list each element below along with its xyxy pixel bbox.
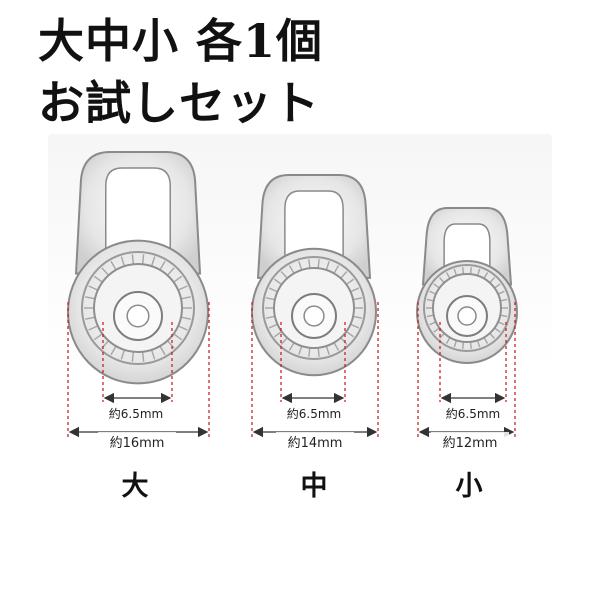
size-label-small: 小 <box>455 471 483 502</box>
ear-tip-nozzle-hole-medium <box>303 305 325 327</box>
size-label-large: 大 <box>121 471 149 502</box>
ear-tip-ring-small <box>423 264 511 352</box>
outer-diameter-label-small: 約12mm <box>431 432 509 451</box>
ear-tip-large <box>67 151 209 385</box>
ear-tip-nozzle-hole-small <box>457 306 477 326</box>
outer-diameter-label-medium: 約14mm <box>276 432 354 451</box>
inner-diameter-label-small: 約6.5mm <box>437 405 509 422</box>
headline-line-2: お試しセット <box>38 76 320 130</box>
ear-tip-ribs-medium <box>265 259 363 357</box>
measure-guides-small <box>417 302 516 438</box>
size-label-medium: 中 <box>300 471 328 502</box>
ear-tip-medium <box>251 174 377 377</box>
ear-tip-ring-medium <box>262 256 366 360</box>
ear-tip-ribs-small <box>426 267 508 349</box>
measure-guides-medium <box>251 302 379 438</box>
ear-tip-nozzle-hole-large <box>126 304 150 328</box>
inner-diameter-label-large: 約6.5mm <box>100 405 172 422</box>
inner-diameter-label-medium: 約6.5mm <box>278 405 350 422</box>
measure-guides-large <box>67 302 210 438</box>
ear-tip-ring-large <box>81 251 195 365</box>
outer-diameter-label-large: 約16mm <box>98 432 176 451</box>
ear-tip-small <box>416 207 518 364</box>
headline-line-1: 大中小 各1個 <box>38 14 324 68</box>
